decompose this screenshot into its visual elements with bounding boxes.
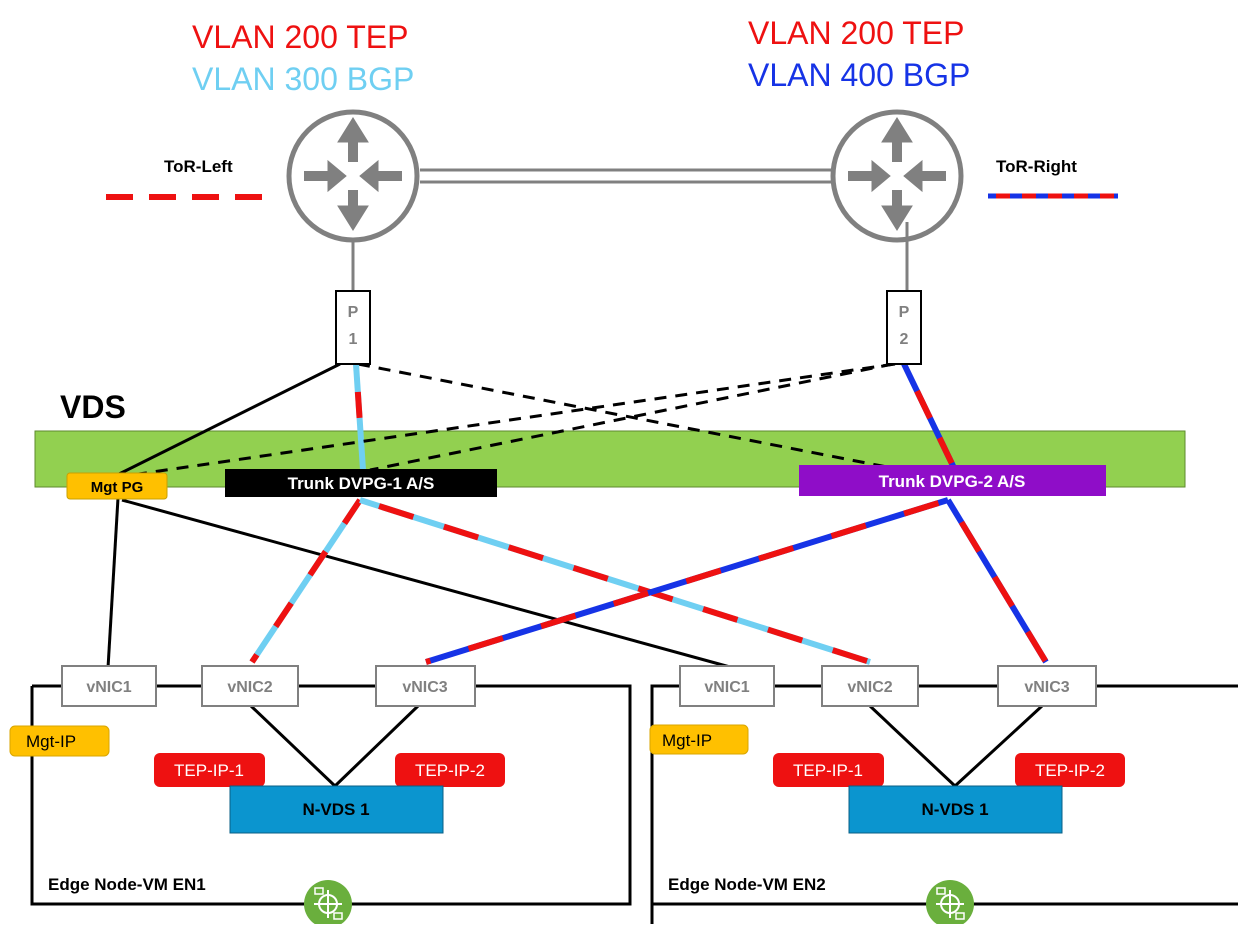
en2-vnic2-label: vNIC2 [847,679,892,696]
en1-vnic3[interactable]: vNIC3 [375,665,476,707]
en1-vnic3-label: vNIC3 [402,679,447,696]
en2-mgt-ip-label: Mgt-IP [662,731,712,750]
en1-mgt-ip-label: Mgt-IP [26,732,76,751]
trunk-dvpg-2-box[interactable]: Trunk DVPG-2 A/S [799,465,1106,496]
en2-tep-ip-2-badge: TEP-IP-2 [1015,753,1125,787]
edge-node-en2-label: Edge Node-VM EN2 [668,875,826,894]
vds-label: VDS [60,389,126,425]
edge-node-en1[interactable]: Edge Node-VM EN1 [30,684,632,906]
en2-vnic2[interactable]: vNIC2 [821,665,919,707]
port-p1-line1: P [348,304,359,321]
right-vlan-bgp-label: VLAN 400 BGP [748,57,970,93]
en2-vnic1-label: vNIC1 [704,679,749,696]
en2-mgt-ip-badge: Mgt-IP [649,724,749,755]
en1-nvds-box[interactable]: N-VDS 1 [229,785,444,834]
edge-vm-icon [926,880,974,928]
port-p1[interactable]: P 1 [335,290,371,365]
p2-uplink-links [124,362,958,478]
en1-mgt-ip-badge: Mgt-IP [9,725,110,757]
en1-vnic1-label: vNIC1 [86,679,131,696]
port-p2-line1: P [899,304,910,321]
en2-vnic3-label: vNIC3 [1024,679,1069,696]
right-vlan-tep-label: VLAN 200 TEP [748,15,964,51]
left-vlan-tep-label: VLAN 200 TEP [192,19,408,55]
en2-vnic1[interactable]: vNIC1 [679,665,775,707]
trunk2-downlinks [425,497,1049,665]
tor-right-label: ToR-Right [996,157,1077,176]
en2-tep-ip-2-label: TEP-IP-2 [1035,761,1105,780]
trunk-dvpg-1-box[interactable]: Trunk DVPG-1 A/S [225,469,497,497]
en2-tep-ip-1-badge: TEP-IP-1 [773,753,884,787]
en1-vnic2-label: vNIC2 [227,679,272,696]
mgt-pg-downlinks [106,497,731,669]
tor-right-router[interactable] [830,109,964,243]
router-interlink [420,168,832,184]
en1-tep-ip-2-badge: TEP-IP-2 [395,753,505,787]
en2-tep-ip-1-label: TEP-IP-1 [793,761,863,780]
port-p2[interactable]: P 2 [886,290,922,365]
trunk-dvpg-1-label: Trunk DVPG-1 A/S [288,474,435,493]
p1-uplink-links [114,362,893,478]
mgt-pg-box[interactable]: Mgt PG [66,472,168,500]
en2-vnic3[interactable]: vNIC3 [997,665,1097,707]
trunk1-downlinks [249,497,871,665]
en1-tep-ip-1-badge: TEP-IP-1 [154,753,265,787]
port-p1-line2: 1 [349,331,358,348]
en2-nvds-label: N-VDS 1 [921,800,988,819]
en1-tep-ip-2-label: TEP-IP-2 [415,761,485,780]
mgt-pg-label: Mgt PG [91,479,144,496]
en1-vnic2[interactable]: vNIC2 [201,665,299,707]
edge-vm-icon [304,880,352,928]
trunk-dvpg-2-label: Trunk DVPG-2 A/S [879,472,1026,491]
en1-tep-ip-1-label: TEP-IP-1 [174,761,244,780]
tor-left-router[interactable] [286,109,420,243]
port-p2-line2: 2 [900,331,909,348]
router-arrows-icon [304,117,402,231]
left-vlan-bgp-label: VLAN 300 BGP [192,61,414,97]
tor-left-label: ToR-Left [164,157,233,176]
en2-nvds-box[interactable]: N-VDS 1 [848,785,1063,834]
en1-vnic1[interactable]: vNIC1 [61,665,157,707]
edge-node-en1-label: Edge Node-VM EN1 [48,875,206,894]
en1-nvds-label: N-VDS 1 [302,800,369,819]
router-arrows-icon [848,117,946,231]
